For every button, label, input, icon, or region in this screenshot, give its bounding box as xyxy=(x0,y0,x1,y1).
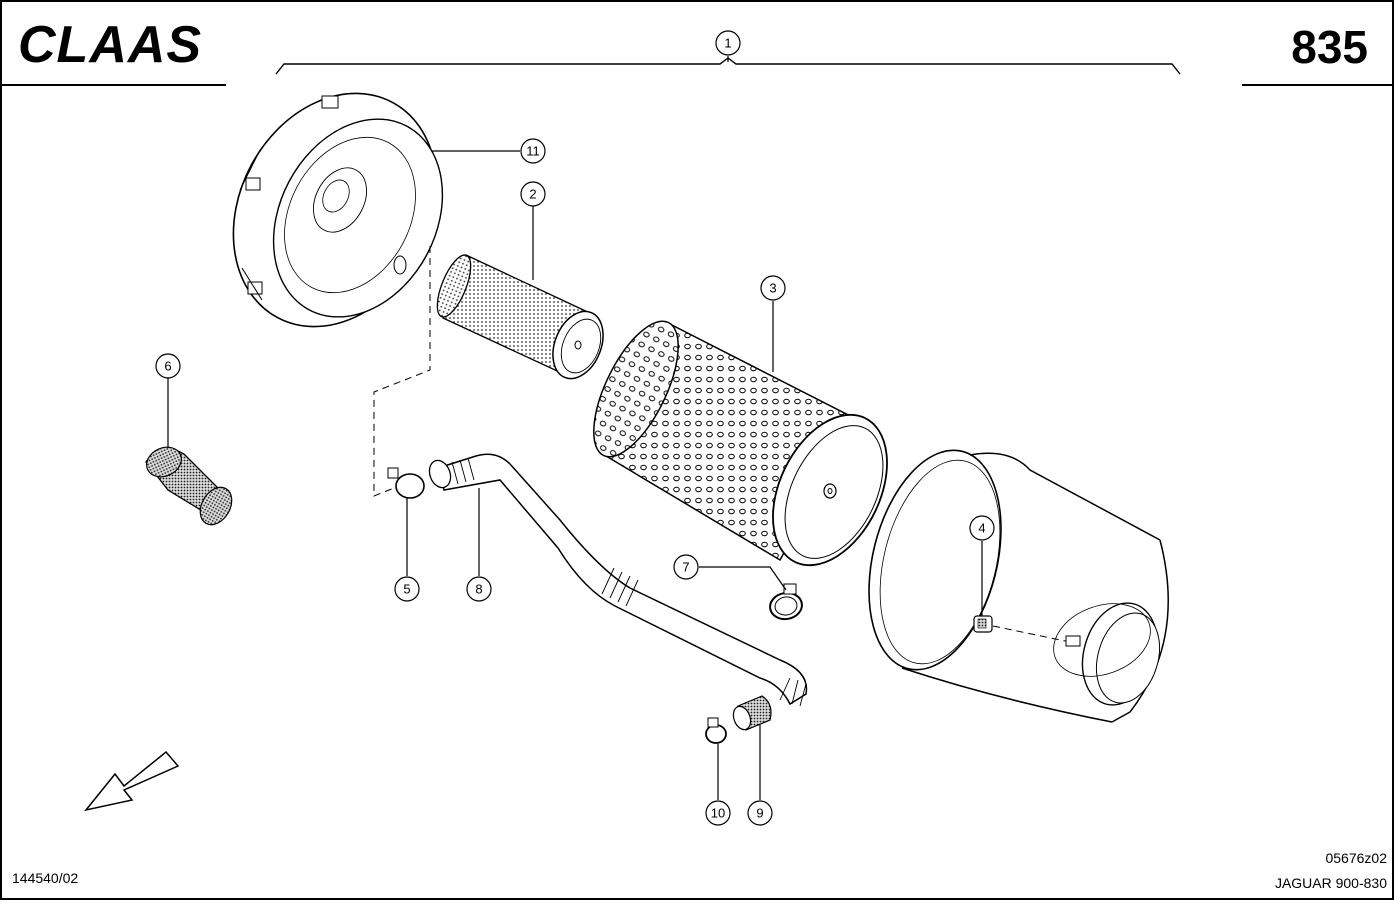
callout-10: 10 xyxy=(705,800,731,826)
assembly-path-dashed xyxy=(373,246,431,497)
part-6-elbow-hose xyxy=(145,446,233,526)
footer-left-code: 144540/02 xyxy=(12,870,78,886)
part-10-small-clamp xyxy=(705,717,727,744)
drawing-code: 05676z02 xyxy=(1325,850,1387,866)
svg-text:9: 9 xyxy=(756,806,763,821)
part-5-clip xyxy=(387,467,425,499)
part-7-hose-clamp xyxy=(769,583,803,621)
part-3-main-filter-element xyxy=(593,320,888,567)
svg-text:4: 4 xyxy=(978,521,985,536)
svg-text:5: 5 xyxy=(403,582,410,597)
svg-text:10: 10 xyxy=(711,806,725,821)
svg-text:1: 1 xyxy=(724,36,731,51)
svg-text:6: 6 xyxy=(164,359,171,374)
callout-11: 11 xyxy=(520,138,546,164)
page-number: 835 xyxy=(1291,21,1368,73)
svg-text:3: 3 xyxy=(769,281,776,296)
callout-8: 8 xyxy=(466,576,492,602)
callout-9: 9 xyxy=(747,800,773,826)
callout-5: 5 xyxy=(394,576,420,602)
direction-arrow-icon xyxy=(84,750,180,812)
leader-lines xyxy=(167,56,983,800)
callout-1: 1 xyxy=(715,30,741,56)
part-9-connector xyxy=(732,695,772,731)
brand-logo: CLAAS xyxy=(18,16,202,74)
filter-housing xyxy=(868,449,1169,723)
callout-2: 2 xyxy=(520,181,546,207)
part-8-hose xyxy=(428,453,808,707)
svg-text:7: 7 xyxy=(682,560,689,575)
part-2-safety-element xyxy=(436,254,604,380)
model-label: JAGUAR 900-830 xyxy=(1275,875,1387,891)
callout-3: 3 xyxy=(760,275,786,301)
svg-text:8: 8 xyxy=(475,582,482,597)
part-11-filter-cover xyxy=(232,92,444,328)
callout-7: 7 xyxy=(673,554,699,580)
svg-text:2: 2 xyxy=(529,187,536,202)
callout-4: 4 xyxy=(969,515,995,541)
svg-text:11: 11 xyxy=(526,144,540,159)
callout-6: 6 xyxy=(155,353,181,379)
